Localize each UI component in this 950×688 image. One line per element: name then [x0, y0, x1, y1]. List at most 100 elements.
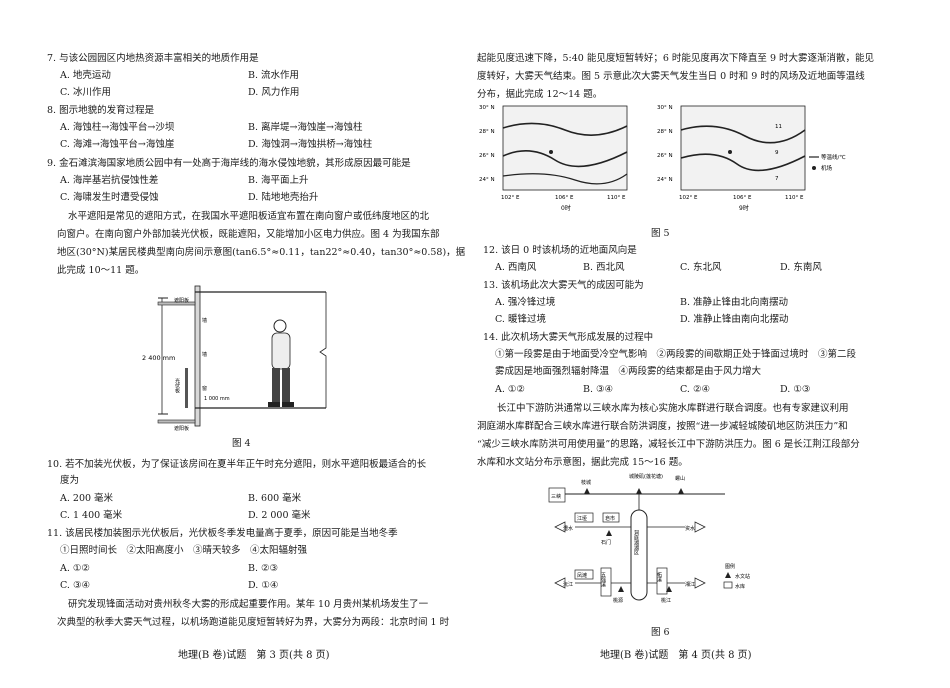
lon-label: 110° E [785, 195, 804, 201]
lat-label: 26° N [657, 153, 673, 159]
q13-option-a[interactable]: A. 强冷锋过境 [495, 297, 556, 308]
xiangjiang-label: 湘江 [685, 581, 695, 588]
window-label: 窗 [202, 385, 207, 392]
q8-option-d[interactable]: D. 海蚀洞→海蚀拱桥→海蚀柱 [248, 139, 373, 150]
q10-option-b[interactable]: B. 600 毫米 [248, 493, 302, 504]
q9-option-c[interactable]: C. 海啸发生时遭受侵蚀 [60, 192, 159, 203]
lon-label: 106° E [733, 195, 752, 201]
q14-option-a[interactable]: A. ①② [495, 384, 525, 395]
lat-label: 28° N [657, 129, 673, 135]
q7-option-c[interactable]: C. 冰川作用 [60, 87, 111, 98]
luoshan-label: 螺山 [675, 475, 685, 482]
wuqiangxi-label: 五强溪 [600, 572, 606, 588]
station-marker [678, 488, 684, 494]
fengtan-label: 凤滩 [577, 572, 587, 579]
q12-stem: 12. 该日 0 时该机场的近地面风向是 [483, 245, 637, 256]
figure-6-caption: 图 6 [651, 627, 670, 638]
shade-board-bottom-label: 遮阳板 [174, 425, 189, 432]
zhexi-label: 柘溪 [656, 571, 662, 583]
passage-line: 次典型的秋季大雾天气过程，以机场跑道能见度短暂转好为界，大雾分为两段：北京时间 … [57, 617, 450, 628]
lat-label: 30° N [479, 105, 495, 111]
q13-stem: 13. 该机场此次大雾天气的成因可能为 [483, 280, 644, 291]
lishui-label: 澧水 [563, 525, 573, 532]
lat-label: 30° N [657, 105, 673, 111]
lat-label: 26° N [479, 153, 495, 159]
q8-option-b[interactable]: B. 离岸堤→海蚀崖→海蚀柱 [248, 122, 363, 133]
passage-line: 水库和水文站分布示意图，据此完成 15～16 题。 [477, 457, 688, 468]
page-footer-right: 地理(B 卷)试题 第 4 页(共 8 页) [600, 650, 752, 661]
q9-option-d[interactable]: D. 陆地地壳抬升 [248, 192, 319, 203]
jiangya-reservoir [574, 512, 594, 523]
q8-option-a[interactable]: A. 海蚀柱→海蚀平台→沙坝 [60, 122, 175, 133]
passage-line: “减少三峡水库防洪可用使用量”的思路，减轻长江中下游防洪压力。图 6 是长江荆江… [477, 439, 860, 450]
q13-option-c[interactable]: C. 暖锋过境 [495, 314, 546, 325]
lon-label: 102° E [501, 195, 520, 201]
lat-label: 24° N [657, 177, 673, 183]
q13-option-b[interactable]: B. 准静止锋由北向南摆动 [680, 297, 789, 308]
q9-option-b[interactable]: B. 海平面上升 [248, 175, 309, 186]
q13-option-d[interactable]: D. 准静止锋由南向北摆动 [680, 314, 789, 325]
legend-airport: 机场 [821, 164, 833, 172]
q7-option-d[interactable]: D. 风力作用 [248, 87, 300, 98]
q14-option-c[interactable]: C. ②④ [680, 384, 711, 395]
q12-option-c[interactable]: C. 东北风 [680, 262, 722, 273]
q10-option-d[interactable]: D. 2 000 毫米 [248, 510, 311, 521]
passage-line: 起能见度迅速下降，5:40 能见度短暂转好；6 时能见度再次下降直至 9 时大雾… [477, 53, 875, 64]
jiangya-label: 江垭 [577, 515, 587, 522]
fengtan-reservoir [574, 569, 594, 580]
q14-items-line1: ①第一段雾是由于地面受冷空气影响 ②两段雾的间歇期正处于锋面过境时 ③第二段 [495, 349, 857, 360]
figure-5: 30° N 28° N 26° N 24° N 102° E 106° E 11… [479, 105, 846, 212]
q14-items-line2: 雾成因是地面强烈辐射降温 ④两段雾的结束都是由于风力增大 [495, 366, 762, 377]
q10-option-c[interactable]: C. 1 400 毫米 [60, 510, 123, 521]
figure-5-legend: 等温线/℃ 机场 [809, 153, 846, 172]
legend-station: 水文站 [735, 573, 750, 580]
q12-option-b[interactable]: B. 西北风 [583, 262, 625, 273]
legend-isotherm: 等温线/℃ [821, 153, 846, 161]
page-4: 起能见度迅速下降，5:40 能见度短暂转好；6 时能见度再次下降直至 9 时大雾… [475, 0, 950, 688]
q9-option-a[interactable]: A. 海岸基岩抗侵蚀性差 [60, 175, 159, 186]
pv-panel-label: 光伏板 [174, 377, 180, 394]
station-marker [636, 488, 642, 494]
height-dimension: 2 400 mm [142, 354, 175, 362]
dongting-label: 洞庭湖湖区 [633, 529, 639, 555]
q7-stem: 7. 与该公园园区内地热资源丰富相关的地质作用是 [47, 53, 259, 64]
q7-option-a[interactable]: A. 地壳运动 [60, 70, 111, 81]
lon-label: 102° E [679, 195, 698, 201]
q7-option-b[interactable]: B. 流水作用 [248, 70, 300, 81]
figure-5-caption: 图 5 [651, 228, 670, 239]
q9-stem: 9. 金石滩滨海国家地质公园中有一处高于海岸线的海水侵蚀地貌，其形成原因最可能是 [47, 158, 411, 169]
map-0h-label: 0时 [561, 204, 571, 212]
wall-label-1: 墙 [202, 317, 207, 324]
lat-label: 24° N [479, 177, 495, 183]
q11-option-a[interactable]: A. ①② [60, 563, 90, 574]
q11-option-d[interactable]: D. ①④ [248, 580, 279, 591]
sill-dimension: 1 000 mm [204, 396, 230, 402]
q8-option-c[interactable]: C. 海滩→海蚀平台→海蚀崖 [60, 139, 175, 150]
q11-option-b[interactable]: B. ②③ [248, 563, 279, 574]
q8-stem: 8. 图示地貌的发育过程是 [47, 105, 155, 116]
q12-option-d[interactable]: D. 东南风 [780, 262, 822, 273]
taojiang-label: 桃江 [661, 597, 671, 604]
q10-option-a[interactable]: A. 200 毫米 [60, 493, 114, 504]
q14-stem: 14. 此次机场大雾天气形成发展的过程中 [483, 332, 654, 343]
map-0h [502, 105, 628, 191]
q10-stem: 10. 若不加装光伏板，为了保证该房间在夏半年正午时充分遮阳，则水平遮阳板最适合… [47, 459, 427, 470]
passage-line: 洞庭湖水库群配合三峡水库进行联合防洪调度，按照“进一步减轻城陵矶地区防洪压力”和 [477, 421, 848, 432]
page-3: 7. 与该公园园区内地热资源丰富相关的地质作用是 A. 地壳运动 B. 流水作用… [47, 53, 465, 661]
person-figure [268, 319, 294, 407]
map-9h: 11 9 7 [680, 105, 806, 191]
q14-option-d[interactable]: D. ①③ [780, 384, 811, 395]
q14-option-b[interactable]: B. ③④ [583, 384, 614, 395]
legend-title: 图例 [725, 563, 735, 570]
passage-line: 向窗户。在南向窗户外部加装光伏板，既能遮阳，又能增加小区电力供应。图 4 为我国… [57, 229, 440, 240]
sanxia-label: 三峡 [551, 493, 561, 500]
shade-board-top-label: 遮阳板 [174, 297, 189, 304]
shimen-label: 石门 [601, 539, 611, 546]
zishui-label: 资水 [685, 525, 695, 532]
lat-label: 28° N [479, 129, 495, 135]
zhexi-reservoir [656, 567, 668, 595]
q11-option-c[interactable]: C. ③④ [60, 580, 91, 591]
figure-6: 三峡 枝城 城陵矶(莲花塘) 螺山 洞庭湖湖区 澧水 江垭 皂市 石门 沅江 凤… [548, 473, 750, 604]
chenglingji-label: 城陵矶(莲花塘) [629, 473, 663, 480]
q12-option-a[interactable]: A. 西南风 [495, 262, 537, 273]
